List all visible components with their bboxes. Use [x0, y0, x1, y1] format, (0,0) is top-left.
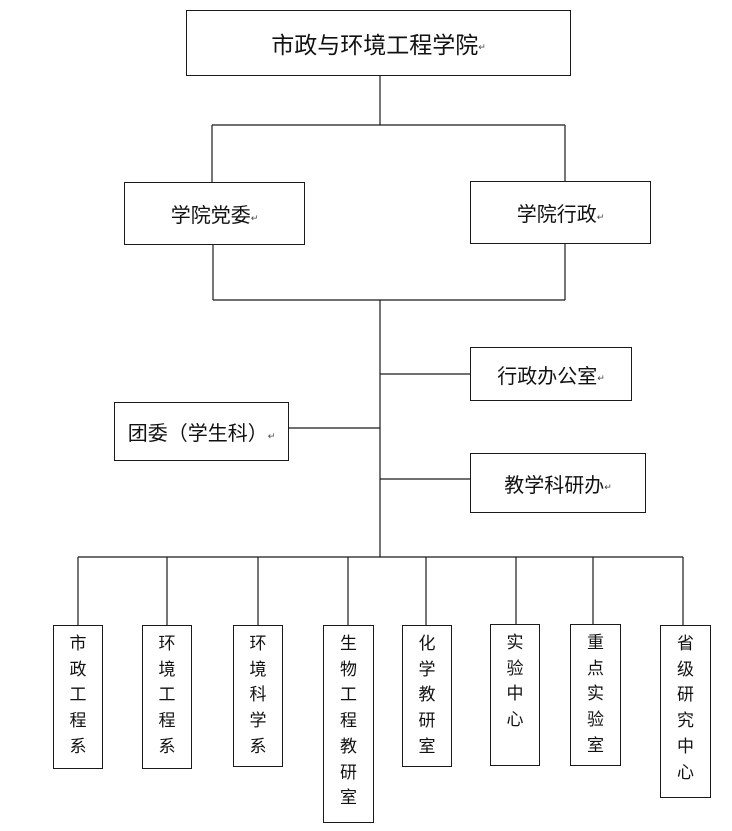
- paragraph-mark: ↵: [596, 212, 605, 223]
- party-label: 学院党委: [170, 203, 251, 227]
- dept-label: 实验中心: [506, 633, 524, 731]
- dept-municipal: 市政工程系: [53, 625, 103, 769]
- league-label: 团委（学生科）: [127, 421, 268, 445]
- dept-key-lab: 重点实验室: [570, 624, 621, 766]
- paragraph-mark: ↵: [267, 431, 276, 442]
- admin-label: 学院行政: [516, 202, 597, 226]
- dept-label: 环境工程系: [158, 634, 176, 757]
- dept-label: 化学教研室: [418, 634, 436, 757]
- node-league: 团委（学生科）↵: [114, 402, 289, 461]
- dept-label: 市政工程系: [69, 634, 87, 757]
- dept-chem: 化学教研室: [402, 625, 452, 767]
- node-admin-office: 行政办公室↵: [470, 347, 632, 401]
- teaching-label: 教学科研办: [504, 472, 605, 497]
- dept-lab-center: 实验中心: [490, 624, 540, 766]
- node-party: 学院党委↵: [124, 182, 305, 245]
- paragraph-mark: ↵: [604, 483, 612, 493]
- dept-label: 生物工程教研室: [340, 634, 357, 809]
- dept-env-sci: 环境科学系: [233, 625, 283, 767]
- dept-env-eng: 环境工程系: [142, 625, 192, 769]
- paragraph-mark: ↵: [597, 374, 605, 384]
- dept-prov-center: 省级研究中心: [660, 625, 711, 798]
- paragraph-mark: ↵: [250, 213, 259, 224]
- dept-bio-eng: 生物工程教研室: [323, 625, 374, 823]
- paragraph-mark: ↵: [478, 43, 486, 53]
- admin-office-label: 行政办公室: [497, 363, 598, 388]
- node-teaching: 教学科研办↵: [470, 453, 646, 513]
- dept-label: 重点实验室: [587, 633, 604, 756]
- root-label: 市政与环境工程学院: [271, 33, 479, 59]
- root-node: 市政与环境工程学院↵: [186, 10, 571, 76]
- dept-label: 省级研究中心: [677, 634, 694, 783]
- node-admin: 学院行政↵: [470, 181, 651, 244]
- dept-label: 环境科学系: [249, 634, 267, 757]
